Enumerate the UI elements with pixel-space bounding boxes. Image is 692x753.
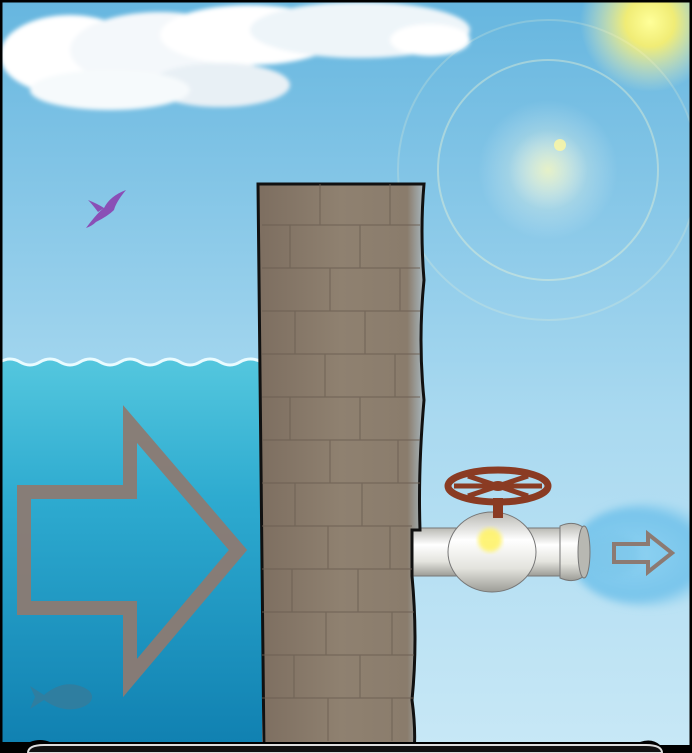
caption-panel-top (28, 745, 662, 753)
dam-wall (258, 184, 424, 753)
